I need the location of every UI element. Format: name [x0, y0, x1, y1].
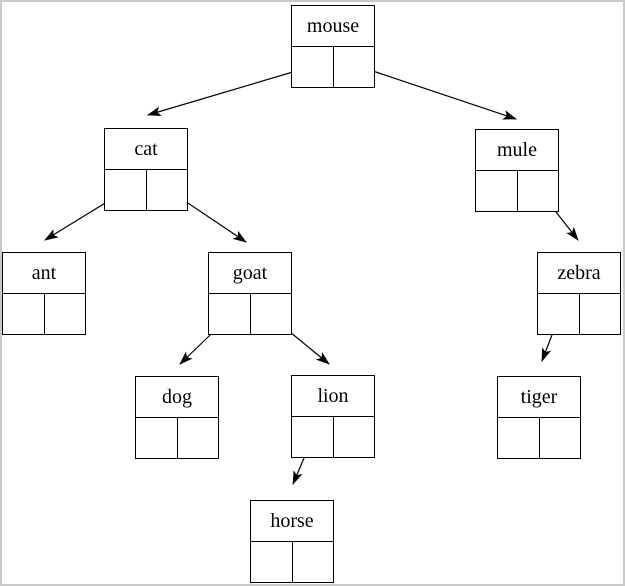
right-pointer-cell — [45, 294, 86, 334]
node-label-lion: lion — [292, 376, 374, 417]
left-pointer-cell — [136, 418, 178, 458]
right-pointer-cell — [293, 542, 334, 582]
node-pointer-cells — [251, 542, 333, 582]
node-label-goat: goat — [209, 253, 291, 294]
edge-mouse-right-mule — [351, 63, 518, 120]
left-pointer-cell — [3, 294, 45, 334]
node-label-mule: mule — [476, 130, 558, 171]
tree-node-lion: lion — [291, 375, 375, 458]
node-label-horse: horse — [251, 501, 333, 542]
left-pointer-cell — [292, 47, 334, 87]
tree-node-zebra: zebra — [537, 252, 621, 335]
left-pointer-cell — [105, 170, 147, 210]
right-pointer-cell — [251, 294, 292, 334]
right-pointer-cell — [580, 294, 621, 334]
right-pointer-cell — [518, 171, 559, 211]
node-pointer-cells — [538, 294, 620, 334]
left-pointer-cell — [476, 171, 518, 211]
node-label-zebra: zebra — [538, 253, 620, 294]
node-label-ant: ant — [3, 253, 85, 294]
node-label-tiger: tiger — [498, 377, 580, 418]
left-pointer-cell — [209, 294, 251, 334]
tree-node-mule: mule — [475, 129, 559, 212]
tree-node-mouse: mouse — [291, 5, 375, 88]
tree-node-dog: dog — [135, 376, 219, 459]
tree-node-tiger: tiger — [497, 376, 581, 459]
node-pointer-cells — [498, 418, 580, 458]
node-pointer-cells — [292, 47, 374, 87]
tree-node-goat: goat — [208, 252, 292, 335]
right-pointer-cell — [334, 417, 375, 457]
node-pointer-cells — [292, 417, 374, 457]
node-label-cat: cat — [105, 129, 187, 170]
tree-node-horse: horse — [250, 500, 334, 583]
right-pointer-cell — [540, 418, 581, 458]
left-pointer-cell — [251, 542, 293, 582]
node-pointer-cells — [209, 294, 291, 334]
left-pointer-cell — [292, 417, 334, 457]
right-pointer-cell — [147, 170, 188, 210]
node-pointer-cells — [476, 171, 558, 211]
right-pointer-cell — [334, 47, 375, 87]
node-label-mouse: mouse — [292, 6, 374, 47]
left-pointer-cell — [498, 418, 540, 458]
node-pointer-cells — [105, 170, 187, 210]
edge-mouse-left-cat — [146, 65, 314, 116]
tree-node-cat: cat — [104, 128, 188, 211]
tree-node-ant: ant — [2, 252, 86, 335]
left-pointer-cell — [538, 294, 580, 334]
right-pointer-cell — [178, 418, 219, 458]
node-pointer-cells — [3, 294, 85, 334]
node-label-dog: dog — [136, 377, 218, 418]
node-pointer-cells — [136, 418, 218, 458]
